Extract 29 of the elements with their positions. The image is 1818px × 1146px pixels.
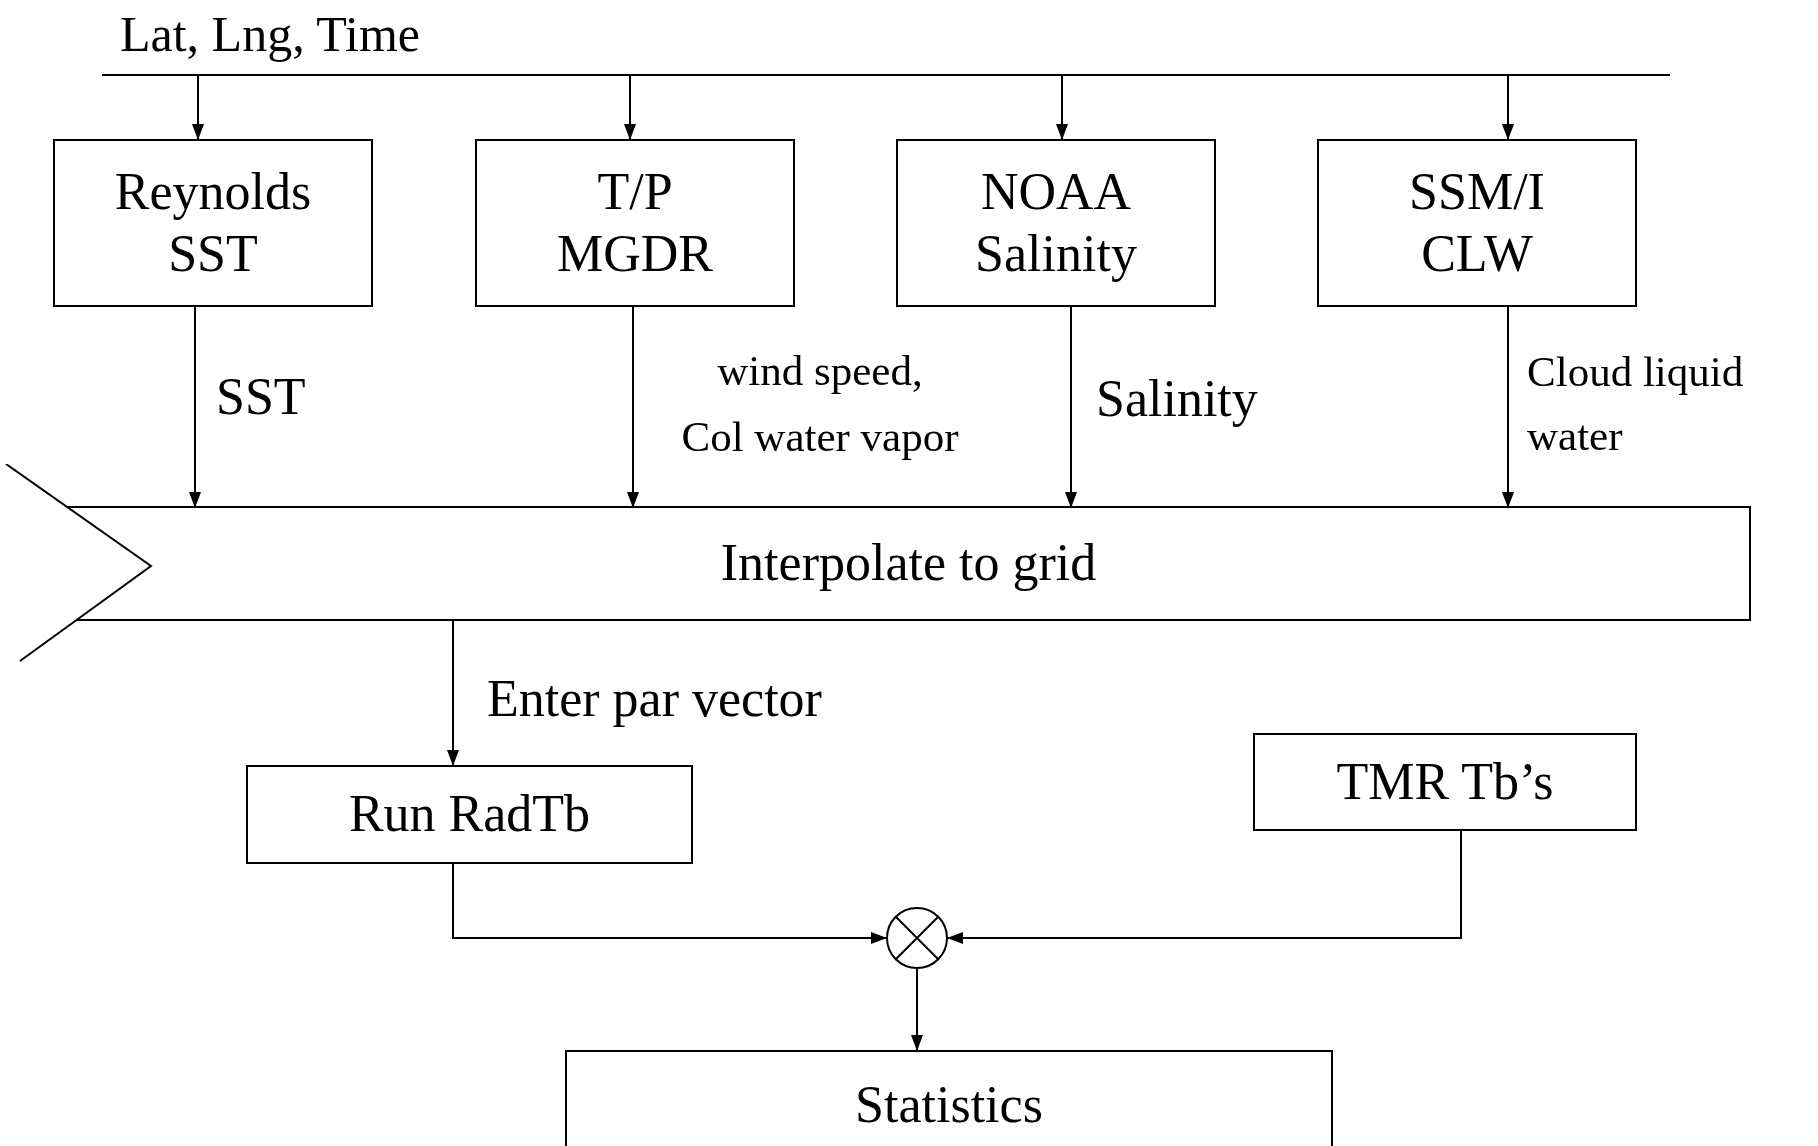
arrow [947,830,1462,944]
edge-label: Salinity [1096,369,1259,429]
process-box [246,765,693,864]
arrow [189,306,201,508]
process-box [1317,139,1637,307]
process-box [1253,733,1637,831]
arrow [1502,306,1514,508]
box-label: NOAA Salinity [975,161,1137,284]
box-label: Statistics [855,1074,1043,1135]
edge-label: SST [216,367,307,427]
edge-label: Cloud liquid water [1527,347,1745,461]
arrow [447,619,459,766]
box-label: T/P MGDR [557,161,713,284]
edge-label: Enter par vector [487,669,823,729]
box-label: Run RadTb [348,784,591,845]
process-box [565,1050,1333,1146]
arrow [1065,306,1077,508]
edge-label: wind speed, Col water vapor [680,346,960,462]
box-label: SSM/I CLW [1409,161,1545,284]
arrow [627,306,639,508]
process-box [53,139,373,307]
box-label: TMR Tb’s [1336,751,1554,812]
box-label: Reynolds SST [114,161,312,284]
input-label: Lat, Lng, Time [120,5,420,64]
process-box [896,139,1216,307]
process-box [475,139,795,307]
arrow [452,863,887,944]
box-label: Interpolate to grid [720,533,1097,594]
arrow [911,968,923,1051]
